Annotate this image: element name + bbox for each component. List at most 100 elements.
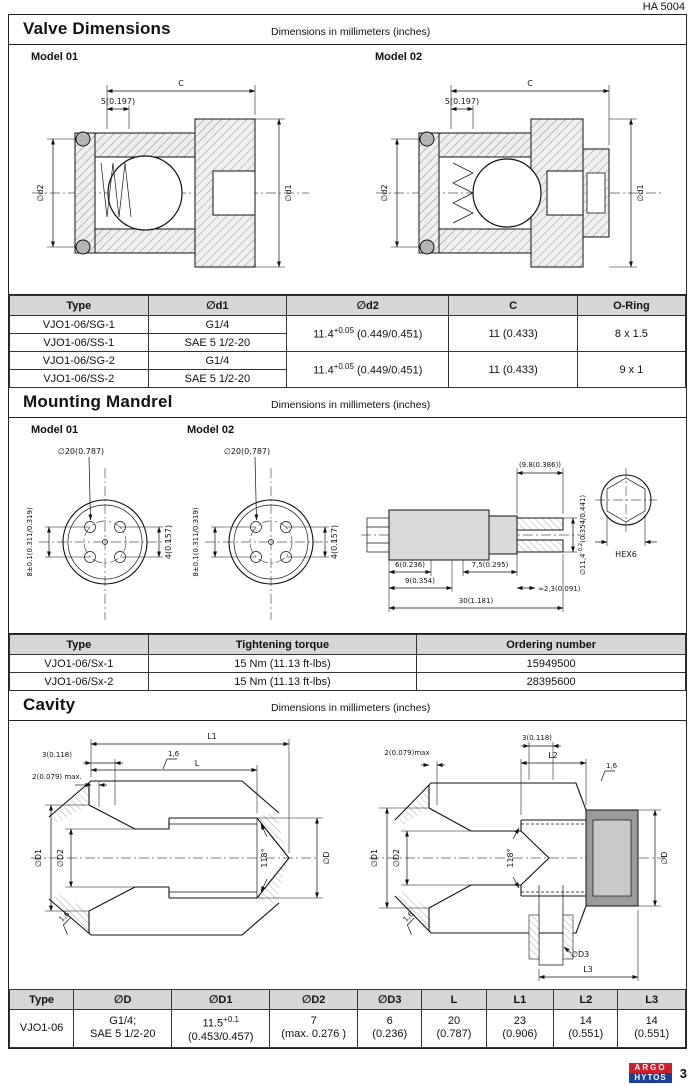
dim-label-2-3: ≈2,3(0.091) (538, 585, 581, 593)
dim-label-D2: ∅D2 (56, 849, 65, 867)
cell-type: VJO1-06/SS-1 (9, 333, 149, 352)
content-frame: Valve Dimensions Dimensions in millimete… (8, 14, 687, 1049)
cell-oring: 8 x 1.5 (576, 315, 687, 352)
table-row: VJO1-06/Sx-1 15 Nm (11.13 ft-lbs) 159495… (9, 654, 686, 673)
cell-c: 11 (0.433) (448, 315, 578, 352)
col-header-oring: O-Ring (576, 295, 687, 316)
mandrel-body (388, 509, 490, 561)
valve-model-01-drawing: C 5(0.197) ∅d2 ∅d1 (32, 79, 309, 268)
table-row: VJO1-06/SG-1 G1/4 11.4+0.05 (0.449/0.451… (9, 315, 687, 352)
cell-type: VJO1-06/SS-2 (9, 369, 149, 388)
dim-label-4: 4(0.157) (330, 525, 339, 559)
table-row: VJO1-06 G1/4;SAE 5 1/2-20 11.5+0.1(0.453… (8, 1009, 686, 1048)
col-header-D2: ∅D2 (269, 989, 359, 1010)
cell-D: G1/4;SAE 5 1/2-20 (73, 1009, 173, 1048)
dim-label-D1: ∅D1 (34, 849, 43, 867)
cell-c: 11 (0.433) (448, 351, 578, 388)
table-row: VJO1-06/SG-2 G1/4 11.4+0.05 (0.449/0.451… (9, 351, 687, 388)
dim-label-9: 9(0.354) (405, 577, 435, 585)
cell-D2: 7(max. 0.276 ) (269, 1009, 359, 1048)
dim-label-D: ∅D (322, 851, 331, 864)
cell-d1: G1/4 (147, 315, 288, 334)
mandrel-model-02-label: Model 02 (187, 424, 235, 436)
cell-d1: SAE 5 1/2-20 (147, 333, 288, 352)
dim-label-L2: L2 (548, 751, 558, 760)
o-ring-bottom (75, 239, 91, 255)
dim-label-d2: ∅d2 (36, 184, 45, 201)
cell-d2: 11.4+0.05 (0.449/0.451) (286, 315, 450, 352)
mounting-mandrel-title: Mounting Mandrel (23, 392, 173, 411)
dim-label-D3: ∅D3 (571, 950, 589, 959)
dim-label-3: 3(0.118) (42, 751, 72, 759)
o-ring-bottom (419, 239, 435, 255)
cell-type: VJO1-06/Sx-1 (9, 654, 149, 673)
col-header-torque: Tightening torque (147, 634, 418, 655)
dim-label-4: 4(0.157) (164, 525, 173, 559)
cavity-subtitle: Dimensions in millimeters (inches) (271, 702, 431, 714)
cell-type: VJO1-06/Sx-2 (9, 672, 149, 691)
dim-label-2max: 2(0.079)max (384, 749, 429, 757)
dim-label-6: 6(0.236) (395, 561, 425, 569)
dim-label-hex6: HEX6 (615, 550, 637, 559)
argo-hytos-logo: ARGO HYTOS (629, 1063, 672, 1083)
cell-ordering: 15949500 (416, 654, 686, 673)
col-header-d2: ∅d2 (286, 295, 450, 316)
dim-label-30: 30(1.181) (459, 597, 494, 605)
col-header-d1: ∅d1 (147, 295, 288, 316)
dim-label-D: ∅D (660, 851, 669, 864)
dim-label-bolt-circle: ∅20(0.787) (224, 447, 270, 456)
mandrel-model-01-label: Model 01 (31, 424, 79, 436)
threaded-stud-bottom (516, 539, 564, 553)
cavity-title: Cavity (23, 695, 76, 714)
page-number: 3 (679, 1065, 687, 1081)
valve-model-02-drawing: C 5(0.197) ∅d2 ∅d1 (376, 79, 661, 268)
col-header-D: ∅D (73, 989, 173, 1010)
col-header-L2: L2 (553, 989, 619, 1010)
mandrel-drawings-panel: Model 01 Model 02 ∅20(0.787) 4(0.157) 8±… (9, 418, 686, 634)
section-header-mounting-mandrel: Mounting Mandrel Dimensions in millimete… (9, 388, 686, 418)
cavity-drawing-right: 2(0.079)max 3(0.118) L2 1,6 ∅D1 ∅D2 (369, 734, 669, 981)
dim-label-d1: ∅d1 (284, 184, 293, 201)
mandrel-side-view: (9.8(0.386)) ∅11,4-0.2(0.354/0.441) 6(0.… (361, 461, 657, 612)
dim-label-3: 3(0.118) (522, 734, 552, 742)
dim-label-11-4: ∅11,4-0.2(0.354/0.441) (578, 495, 587, 576)
document-reference: HA 5004 (642, 1, 685, 13)
valve-spring (100, 162, 132, 218)
valve-dimensions-title: Valve Dimensions (23, 19, 171, 38)
o-ring-top (419, 131, 435, 147)
cell-torque: 15 Nm (11.13 ft-lbs) (147, 672, 418, 691)
logo-hytos: HYTOS (629, 1073, 672, 1083)
valve-ball (107, 155, 183, 231)
o-ring-top (75, 131, 91, 147)
logo-argo: ARGO (629, 1063, 672, 1073)
cell-L2: 14(0.551) (553, 1009, 619, 1048)
valve-model-02-label: Model 02 (375, 51, 423, 63)
col-header-ordering: Ordering number (416, 634, 686, 655)
dim-label-D1: ∅D1 (370, 849, 379, 867)
dim-label-angle: 118° (260, 848, 269, 867)
dim-label-d2: ∅d2 (380, 184, 389, 201)
col-header-L1: L1 (485, 989, 555, 1010)
valve-drawings-panel: Model 01 Model 02 C 5(0.197) ∅d2 (9, 45, 686, 295)
dim-label-5: 5(0.197) (445, 97, 479, 106)
col-header-type: Type (8, 989, 75, 1010)
mounting-mandrel-table: Type Tightening torque Ordering number V… (9, 634, 686, 691)
dim-label-c: C (178, 79, 184, 88)
cell-L: 20(0.787) (421, 1009, 487, 1048)
mounting-mandrel-subtitle: Dimensions in millimeters (inches) (271, 399, 431, 411)
hex-end-view (600, 474, 652, 526)
section-header-valve-dimensions: Valve Dimensions Dimensions in millimete… (9, 15, 686, 45)
valve-dimensions-subtitle: Dimensions in millimeters (inches) (271, 26, 431, 38)
table-row: VJO1-06/Sx-2 15 Nm (11.13 ft-lbs) 283956… (9, 672, 686, 691)
dim-label-L3: L3 (583, 965, 593, 974)
col-header-L3: L3 (617, 989, 686, 1010)
cell-d2: 11.4+0.05 (0.449/0.451) (286, 351, 450, 388)
roughness-label: 1,6 (606, 762, 618, 770)
table-row: VJO1-06/SS-2 SAE 5 1/2-20 (9, 369, 686, 388)
col-header-D3: ∅D3 (357, 989, 423, 1010)
roughness-label: 1,6 (168, 750, 180, 758)
section-header-cavity: Cavity Dimensions in millimeters (inches… (9, 691, 686, 721)
col-header-c: C (448, 295, 578, 316)
dim-label-L: L (195, 759, 200, 768)
cell-L3: 14(0.551) (617, 1009, 686, 1048)
